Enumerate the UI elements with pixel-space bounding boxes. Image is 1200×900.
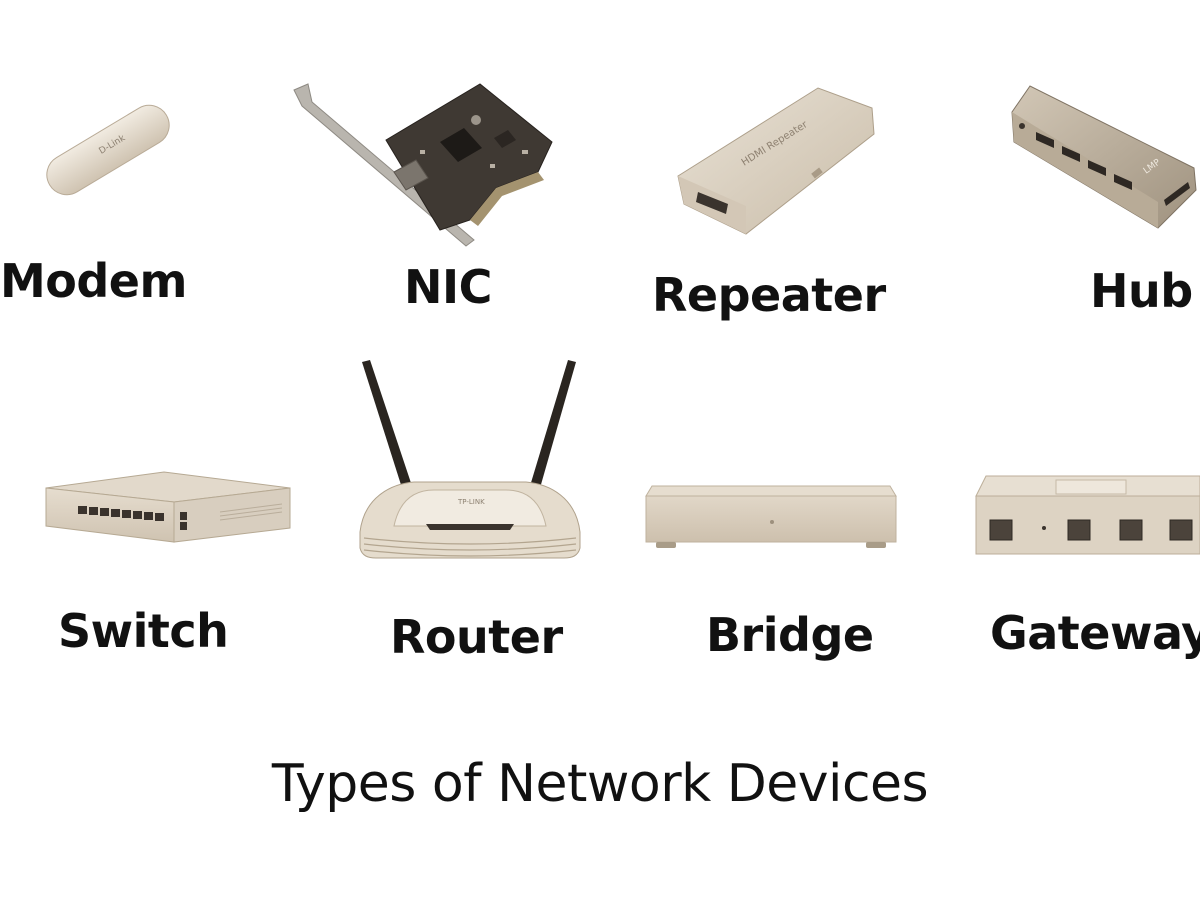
hub-device: LMP: [1008, 82, 1200, 232]
switch-device: [44, 468, 294, 548]
device-label-router: Router: [390, 610, 563, 664]
device-label-repeater: Repeater: [652, 268, 886, 322]
nic-device: [290, 80, 560, 250]
network-bridge-icon: [645, 485, 897, 548]
device-label-modem: Modem: [0, 254, 187, 308]
wireless-router-icon: TP-LINK: [359, 360, 581, 559]
router-brand-text: TP-LINK: [457, 498, 485, 506]
device-label-bridge: Bridge: [706, 608, 874, 662]
device-label-nic: NIC: [404, 260, 492, 314]
device-label-hub: Hub: [1090, 264, 1193, 318]
gateway-device: [974, 470, 1200, 560]
hdmi-repeater-icon: HDMI Repeater: [677, 87, 875, 235]
repeater-device: HDMI Repeater: [672, 84, 878, 242]
network-switch-icon: [45, 471, 291, 543]
network-card-icon: [293, 83, 553, 247]
modem-device: D-Link: [38, 96, 178, 208]
usb-modem-icon: D-Link: [46, 104, 170, 196]
device-label-switch: Switch: [58, 604, 229, 658]
page-caption: Types of Network Devices: [271, 754, 929, 814]
bridge-device: [642, 482, 900, 552]
device-label-gateway: Gateway: [990, 606, 1200, 660]
usb-hub-icon: LMP: [1011, 85, 1197, 229]
router-device: TP-LINK: [354, 358, 586, 562]
gateway-icon: [975, 475, 1200, 555]
